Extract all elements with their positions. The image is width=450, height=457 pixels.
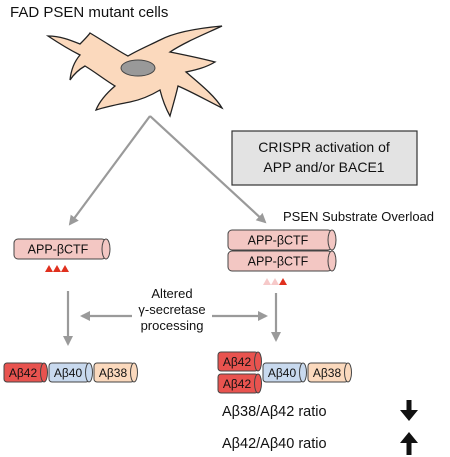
process-label-1: Altered (151, 286, 192, 301)
left-substrate-label: APP-βCTF (28, 243, 89, 257)
triangle-mark (263, 278, 271, 285)
right-substrate-label-2: APP-βCTF (248, 255, 309, 269)
left-product-ab42-label: Aβ42 (9, 366, 38, 380)
left-product-ab42: Aβ42 (3, 362, 48, 383)
right-product-ab38: Aβ38 (307, 362, 352, 383)
right-substrate-label-1: APP-βCTF (248, 234, 309, 248)
arrow-up-icon (400, 432, 418, 455)
ratio-ab42-ab40: Aβ42/Aβ40 ratio (222, 436, 327, 452)
right-product-ab42-bottom-label: Aβ42 (223, 377, 252, 391)
right-product-ab42-bottom: Aβ42 (217, 373, 262, 394)
right-product-ab42-top-label: Aβ42 (223, 355, 252, 369)
triangle-mark (53, 265, 61, 272)
process-label-2: γ-secretase (138, 302, 205, 317)
ratio-ab38-ab42: Aβ38/Aβ42 ratio (222, 404, 327, 420)
arrow-cell-to-left (68, 115, 151, 226)
right-product-ab40: Aβ40 (262, 362, 307, 383)
right-cleavage-triangles (263, 278, 287, 285)
right-product-ab38-label: Aβ38 (313, 366, 342, 380)
title: FAD PSEN mutant cells (10, 4, 168, 21)
arrow-down-icon (400, 400, 418, 421)
right-substrate-app-bctf-2: APP-βCTF (227, 250, 337, 272)
right-product-ab40-label: Aβ40 (268, 366, 297, 380)
crispr-line-1: CRISPR activation of (258, 139, 390, 155)
crispr-line-2: APP and/or BACE1 (263, 159, 384, 175)
left-substrate-app-bctf: APP-βCTF (13, 238, 111, 260)
arrow-cell-to-right (149, 115, 267, 224)
nucleus-icon (120, 59, 156, 77)
right-product-ab42-top: Aβ42 (217, 351, 262, 372)
left-product-ab38-label: Aβ38 (99, 366, 128, 380)
neuron-cell-icon (45, 25, 224, 118)
left-cleavage-triangles (45, 265, 69, 272)
process-label-3: processing (141, 318, 204, 333)
triangle-mark (279, 278, 287, 285)
left-product-ab40-label: Aβ40 (54, 366, 83, 380)
triangle-mark (45, 265, 53, 272)
overload-label: PSEN Substrate Overload (283, 209, 434, 224)
triangle-mark (61, 265, 69, 272)
left-product-ab40: Aβ40 (48, 362, 93, 383)
triangle-mark (271, 278, 279, 285)
crispr-activation-box: CRISPR activation of APP and/or BACE1 (231, 130, 418, 186)
left-product-ab38: Aβ38 (93, 362, 138, 383)
right-substrate-app-bctf-1: APP-βCTF (227, 229, 337, 251)
